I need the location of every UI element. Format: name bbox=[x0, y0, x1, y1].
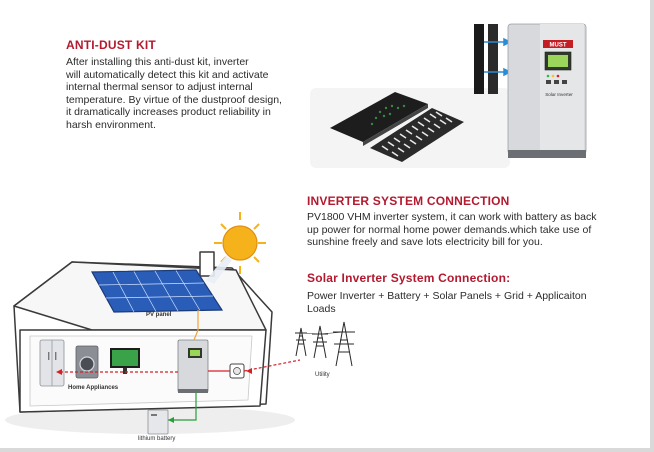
dust-filter-plate-louvered bbox=[370, 108, 464, 162]
inverter-unit-small bbox=[177, 339, 209, 393]
utility-tower-icon bbox=[295, 321, 355, 367]
utility-label: Utility bbox=[315, 372, 330, 378]
anti-dust-title: ANTI-DUST KIT bbox=[66, 38, 156, 52]
meter-icon bbox=[229, 363, 245, 379]
side-filter-strips bbox=[474, 24, 512, 94]
refrigerator-icon bbox=[39, 339, 65, 387]
pv-panel-label: PV panel bbox=[146, 312, 172, 318]
solar-connection-description: Power Inverter + Battery + Solar Panels … bbox=[307, 290, 587, 315]
battery-icon bbox=[147, 409, 169, 435]
wiring bbox=[56, 310, 301, 423]
sun-icon bbox=[206, 212, 266, 284]
lithium-battery-label: lithium battery bbox=[138, 436, 176, 442]
anti-dust-description: After installing this anti-dust kit, inv… bbox=[66, 56, 282, 131]
inverter-model-label: Solar Inverter bbox=[545, 92, 573, 97]
dust-filter-plate-dark bbox=[330, 92, 428, 146]
television-icon bbox=[110, 348, 140, 374]
inverter-unit-large: MUST Solar Inverter bbox=[507, 23, 587, 158]
home-appliances-label: Home Appliances bbox=[68, 385, 119, 391]
inverter-system-title: INVERTER SYSTEM CONNECTION bbox=[307, 194, 510, 208]
inverter-system-description: PV1800 VHM inverter system, it can work … bbox=[307, 211, 597, 249]
solar-connection-title: Solar Inverter System Connection: bbox=[307, 271, 511, 285]
washing-machine-icon bbox=[75, 345, 99, 379]
solar-panel bbox=[90, 269, 224, 313]
inverter-brand-label: MUST bbox=[550, 43, 567, 49]
